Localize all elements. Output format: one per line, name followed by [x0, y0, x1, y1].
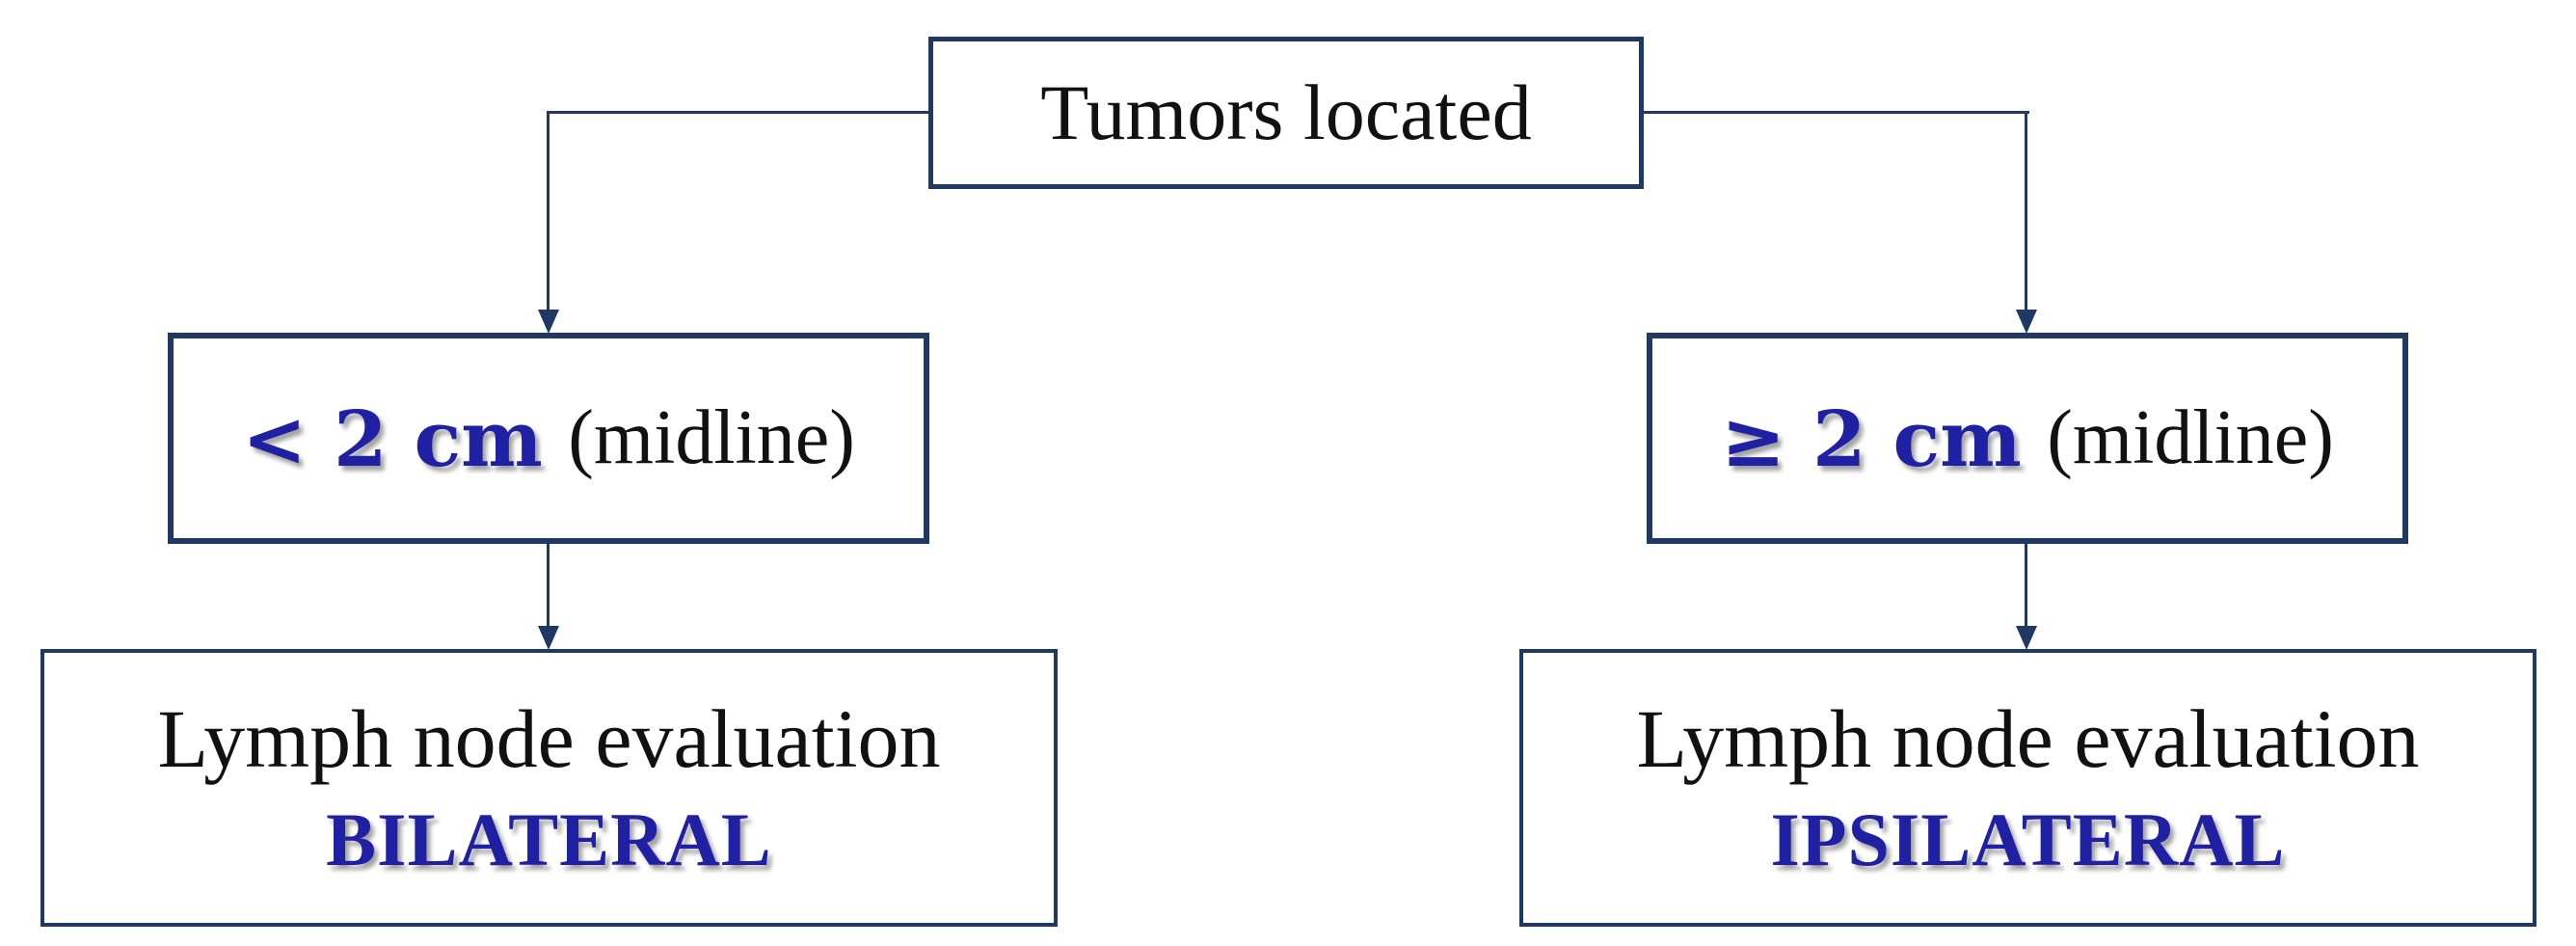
node-tumors-located-label: Tumors located [1040, 68, 1532, 156]
result-description: Lymph node evaluation [1636, 691, 2420, 785]
arrow-down-icon [2016, 310, 2037, 334]
connector-down-right-condition [2025, 111, 2027, 311]
node-result-bilateral: Lymph node evaluation BILATERAL [40, 649, 1058, 927]
result-description: Lymph node evaluation [157, 691, 941, 785]
arrow-down-icon [538, 310, 559, 334]
connector-down-left-condition [547, 111, 550, 311]
connector-right-condition-to-result [2025, 544, 2027, 628]
node-condition-less-2cm: < 2 cm (midline) [168, 333, 929, 544]
condition-size-highlight: ≥ 2 cm [1721, 392, 2022, 484]
result-keyword: BILATERAL [326, 797, 772, 882]
arrow-down-icon [2016, 626, 2037, 650]
node-tumors-located: Tumors located [928, 37, 1644, 189]
connector-left-condition-to-result [547, 544, 550, 628]
connector-root-to-left [549, 111, 928, 114]
result-keyword: IPSILATERAL [1770, 797, 2286, 882]
node-condition-gte-2cm: ≥ 2 cm (midline) [1647, 333, 2408, 544]
connector-root-to-right [1644, 111, 2029, 114]
arrow-down-icon [538, 626, 559, 650]
node-result-ipsilateral: Lymph node evaluation IPSILATERAL [1519, 649, 2536, 927]
condition-suffix: (midline) [2047, 395, 2334, 480]
condition-suffix: (midline) [568, 395, 855, 480]
condition-size-highlight: < 2 cm [242, 392, 543, 484]
